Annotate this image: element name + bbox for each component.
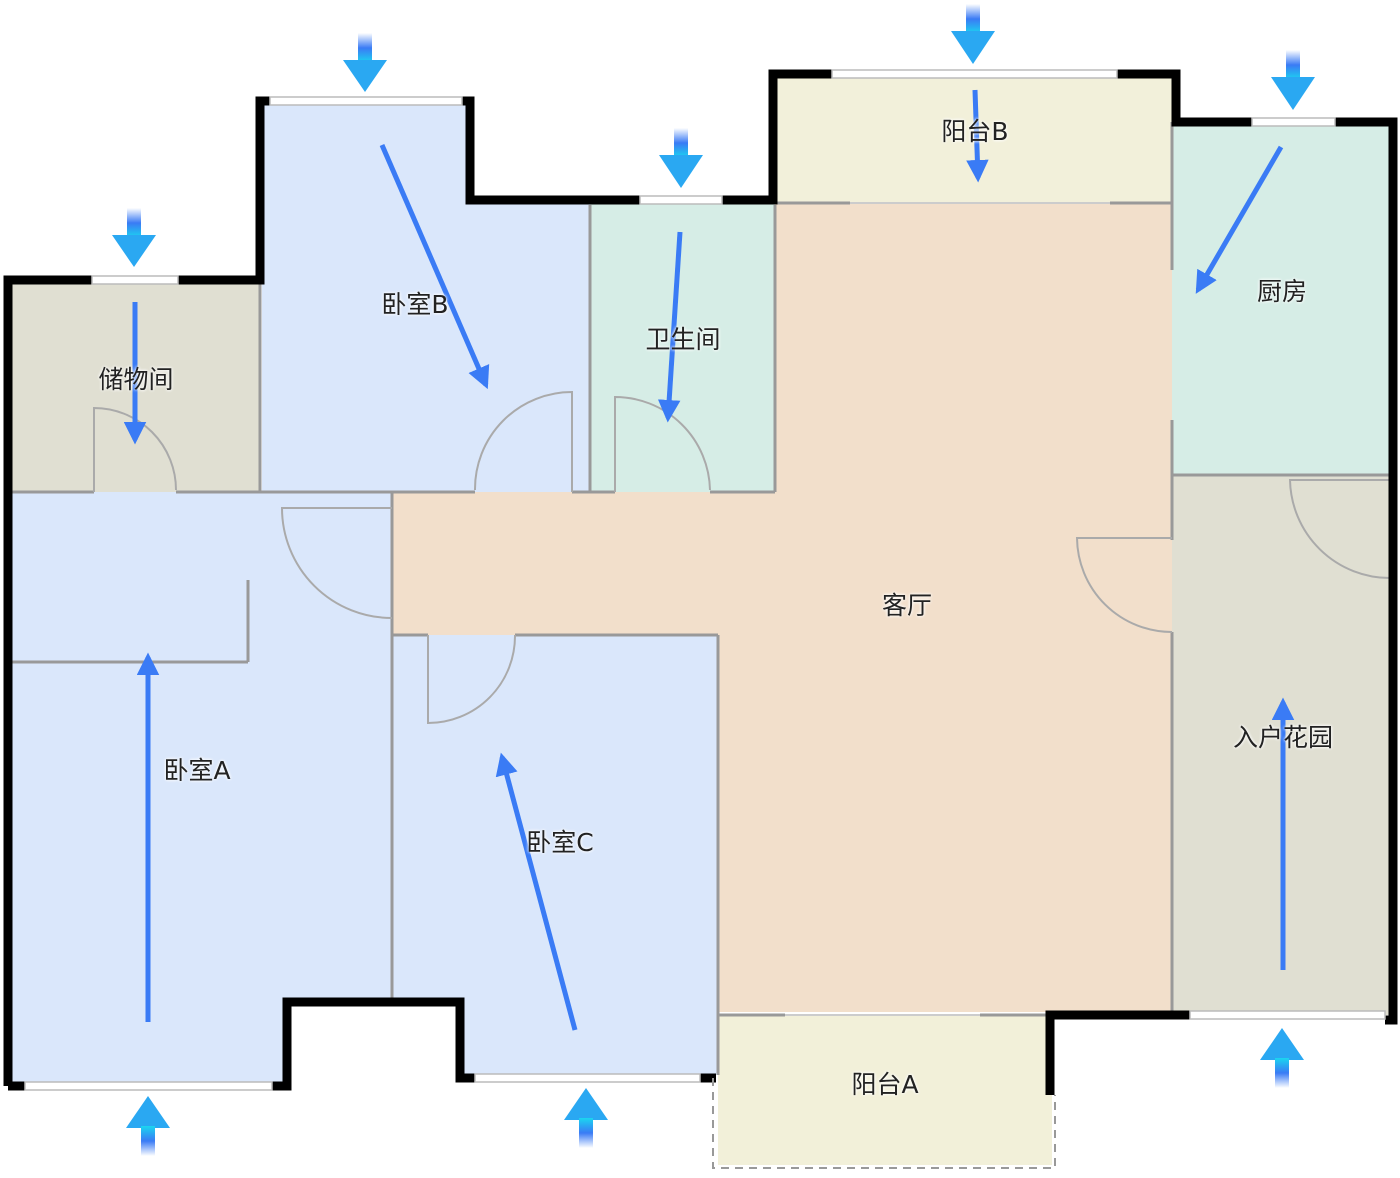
- arrow-icon: [1195, 145, 1284, 294]
- room-bedroom-a[interactable]: [12, 492, 392, 1082]
- label-storage: 储物间: [98, 365, 174, 394]
- label-balcony-b: 阳台B: [941, 117, 1009, 146]
- room-bathroom[interactable]: [590, 203, 775, 492]
- up-arrow-icon: [564, 1088, 608, 1148]
- label-bedroom-b: 卧室B: [381, 290, 449, 319]
- arrow-icon: [495, 752, 578, 1031]
- label-entry-garden: 入户花园: [1232, 723, 1334, 752]
- label-kitchen: 厨房: [1256, 277, 1308, 306]
- label-living-room: 客厅: [881, 591, 933, 620]
- label-bathroom: 卫生间: [645, 325, 721, 354]
- room-living[interactable]: [392, 203, 1172, 1012]
- windows: [24, 69, 1386, 1091]
- down-arrow-icon: [112, 208, 156, 267]
- label-bedroom-a: 卧室A: [163, 756, 231, 785]
- down-arrow-icon: [659, 128, 703, 188]
- arrow-icon: [657, 231, 683, 423]
- up-arrow-icon: [126, 1096, 170, 1156]
- room-kitchen[interactable]: [1172, 122, 1390, 475]
- down-arrow-icon: [1271, 50, 1315, 110]
- up-arrow-icon: [1260, 1028, 1304, 1088]
- room-balcony-b[interactable]: [775, 76, 1172, 203]
- arrow-icon: [379, 144, 490, 390]
- arrow-icon: [966, 89, 989, 183]
- down-arrow-icon: [343, 33, 387, 92]
- light-arrows: [112, 4, 1315, 1156]
- orientation-arrows: [123, 89, 1295, 1031]
- room-bedroom-b[interactable]: [262, 105, 590, 492]
- room-bedroom-c[interactable]: [392, 635, 718, 1075]
- exterior-walls: [3, 69, 1398, 1095]
- down-arrow-icon: [951, 4, 995, 64]
- balcony-a-dashed-outline: [712, 1078, 1056, 1169]
- doors: [93, 390, 1391, 725]
- label-bedroom-c: 卧室C: [526, 828, 594, 857]
- label-balcony-a: 阳台A: [851, 1070, 919, 1099]
- room-balcony-a[interactable]: [718, 1015, 1052, 1165]
- interior-walls: [12, 122, 1390, 1075]
